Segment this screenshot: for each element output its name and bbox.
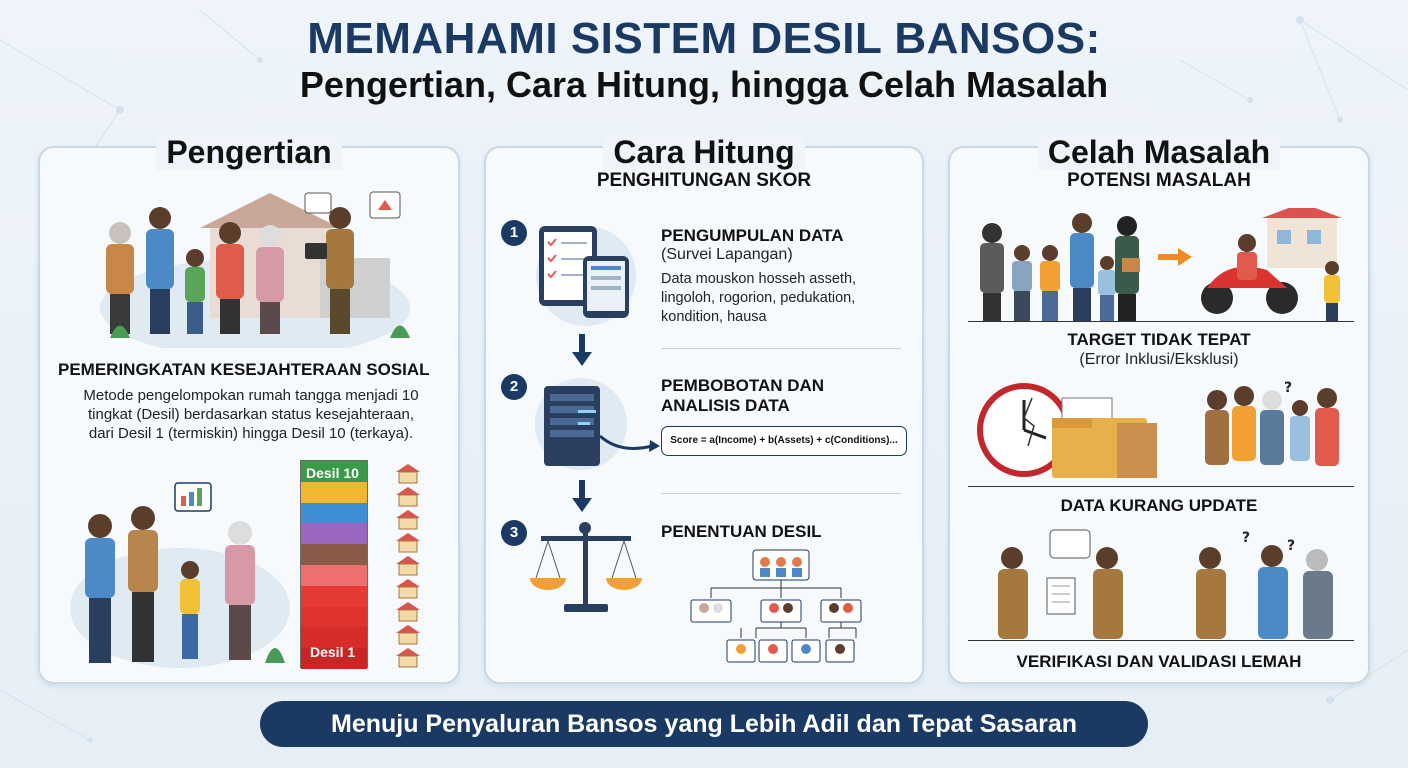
- pengertian-description: Metode pengelompokan rumah tangga menjad…: [83, 387, 419, 442]
- decile-segment: [301, 627, 367, 649]
- weak-verification-illustration: ? ?: [998, 529, 1333, 639]
- decile-segment: [301, 585, 367, 607]
- decile-segment: [301, 502, 367, 524]
- decile-bottom-label: Desil 1: [310, 644, 356, 660]
- step-1-number: 1: [501, 220, 527, 246]
- step-1-description: Data mouskon hosseh asseth, lingoloh, ro…: [661, 271, 857, 325]
- panel-title-celah-masalah: Celah Masalah: [1037, 134, 1281, 170]
- celah-masalah-subtitle: POTENSI MASALAH: [1067, 170, 1251, 191]
- house-icon: [396, 602, 420, 622]
- panel-title-pengertian: Pengertian: [156, 134, 342, 170]
- issue-1-subtitle: (Error Inklusi/Eksklusi): [1079, 351, 1239, 368]
- house-icons-column: [396, 464, 420, 668]
- decile-segment: [301, 481, 367, 503]
- svg-text:?: ?: [1287, 538, 1295, 554]
- pengertian-heading: PEMERINGKATAN KESEJAHTERAAN SOSIAL: [58, 360, 430, 379]
- issue-2-title: DATA KURANG UPDATE: [1060, 496, 1258, 515]
- wrong-target-illustration: [980, 208, 1342, 321]
- issue-3-title: VERIFIKASI DAN VALIDASI LEMAH: [1016, 652, 1302, 671]
- step-1-title: PENGUMPULAN DATA: [661, 226, 844, 245]
- server-icon: [535, 378, 660, 470]
- main-subtitle: Pengertian, Cara Hitung, hingga Celah Ma…: [299, 64, 1109, 105]
- survey-tablet-icon: [536, 226, 636, 326]
- decile-segment: [301, 606, 367, 628]
- decile-hierarchy-diagram: [690, 549, 862, 663]
- decile-segment: [301, 461, 367, 482]
- balance-scale-icon: [530, 522, 642, 612]
- house-icon: [396, 487, 420, 507]
- cara-hitung-subtitle: PENGHITUNGAN SKOR: [596, 170, 812, 191]
- step-3-number: 3: [501, 520, 527, 546]
- score-formula-box: Score = a(Income) + b(Assets) + c(Condit…: [661, 426, 907, 456]
- panel-cara-hitung: Cara Hitung PENGHITUNGAN SKOR 1 PENGUMPU…: [484, 134, 924, 684]
- step-2-number: 2: [501, 374, 527, 400]
- house-icon: [396, 464, 420, 484]
- step-2-title: PEMBOBOTAN DAN ANALISIS DATA: [661, 376, 825, 415]
- main-title: MEMAHAMI SISTEM DESIL BANSOS:: [307, 14, 1101, 63]
- decile-segment: [301, 523, 367, 545]
- decile-segment: [301, 648, 367, 669]
- house-icon: [396, 648, 420, 668]
- panel-title-cara-hitung: Cara Hitung: [603, 134, 805, 170]
- house-icon: [396, 533, 420, 553]
- house-icon: [396, 556, 420, 576]
- decile-segment: [301, 564, 367, 586]
- panel-celah-masalah: Celah Masalah POTENSI MASALAH TARGET TID…: [948, 134, 1370, 684]
- house-icon: [396, 625, 420, 645]
- bottom-banner: Menuju Penyaluran Bansos yang Lebih Adil…: [260, 701, 1148, 747]
- outdated-data-illustration: ?: [977, 380, 1339, 478]
- decile-segment: [301, 544, 367, 565]
- panel-pengertian: Pengertian PEMERINGKATAN KESEJAHTERAAN S…: [38, 134, 460, 684]
- step-3-title: PENENTUAN DESIL: [661, 522, 822, 541]
- step-1-subtitle: (Survei Lapangan): [661, 246, 793, 263]
- house-icon: [396, 579, 420, 599]
- arrow-down-icon: [572, 480, 592, 512]
- svg-text:?: ?: [1242, 530, 1250, 546]
- arrow-down-icon: [572, 334, 592, 366]
- family-group-illustration: [70, 482, 290, 668]
- decile-scale-bar: [300, 460, 368, 669]
- house-icon: [396, 510, 420, 530]
- decile-top-label: Desil 10: [306, 465, 359, 481]
- issue-1-title: TARGET TIDAK TEPAT: [1067, 330, 1251, 349]
- svg-text:?: ?: [1284, 380, 1292, 396]
- family-officer-illustration: [100, 191, 410, 348]
